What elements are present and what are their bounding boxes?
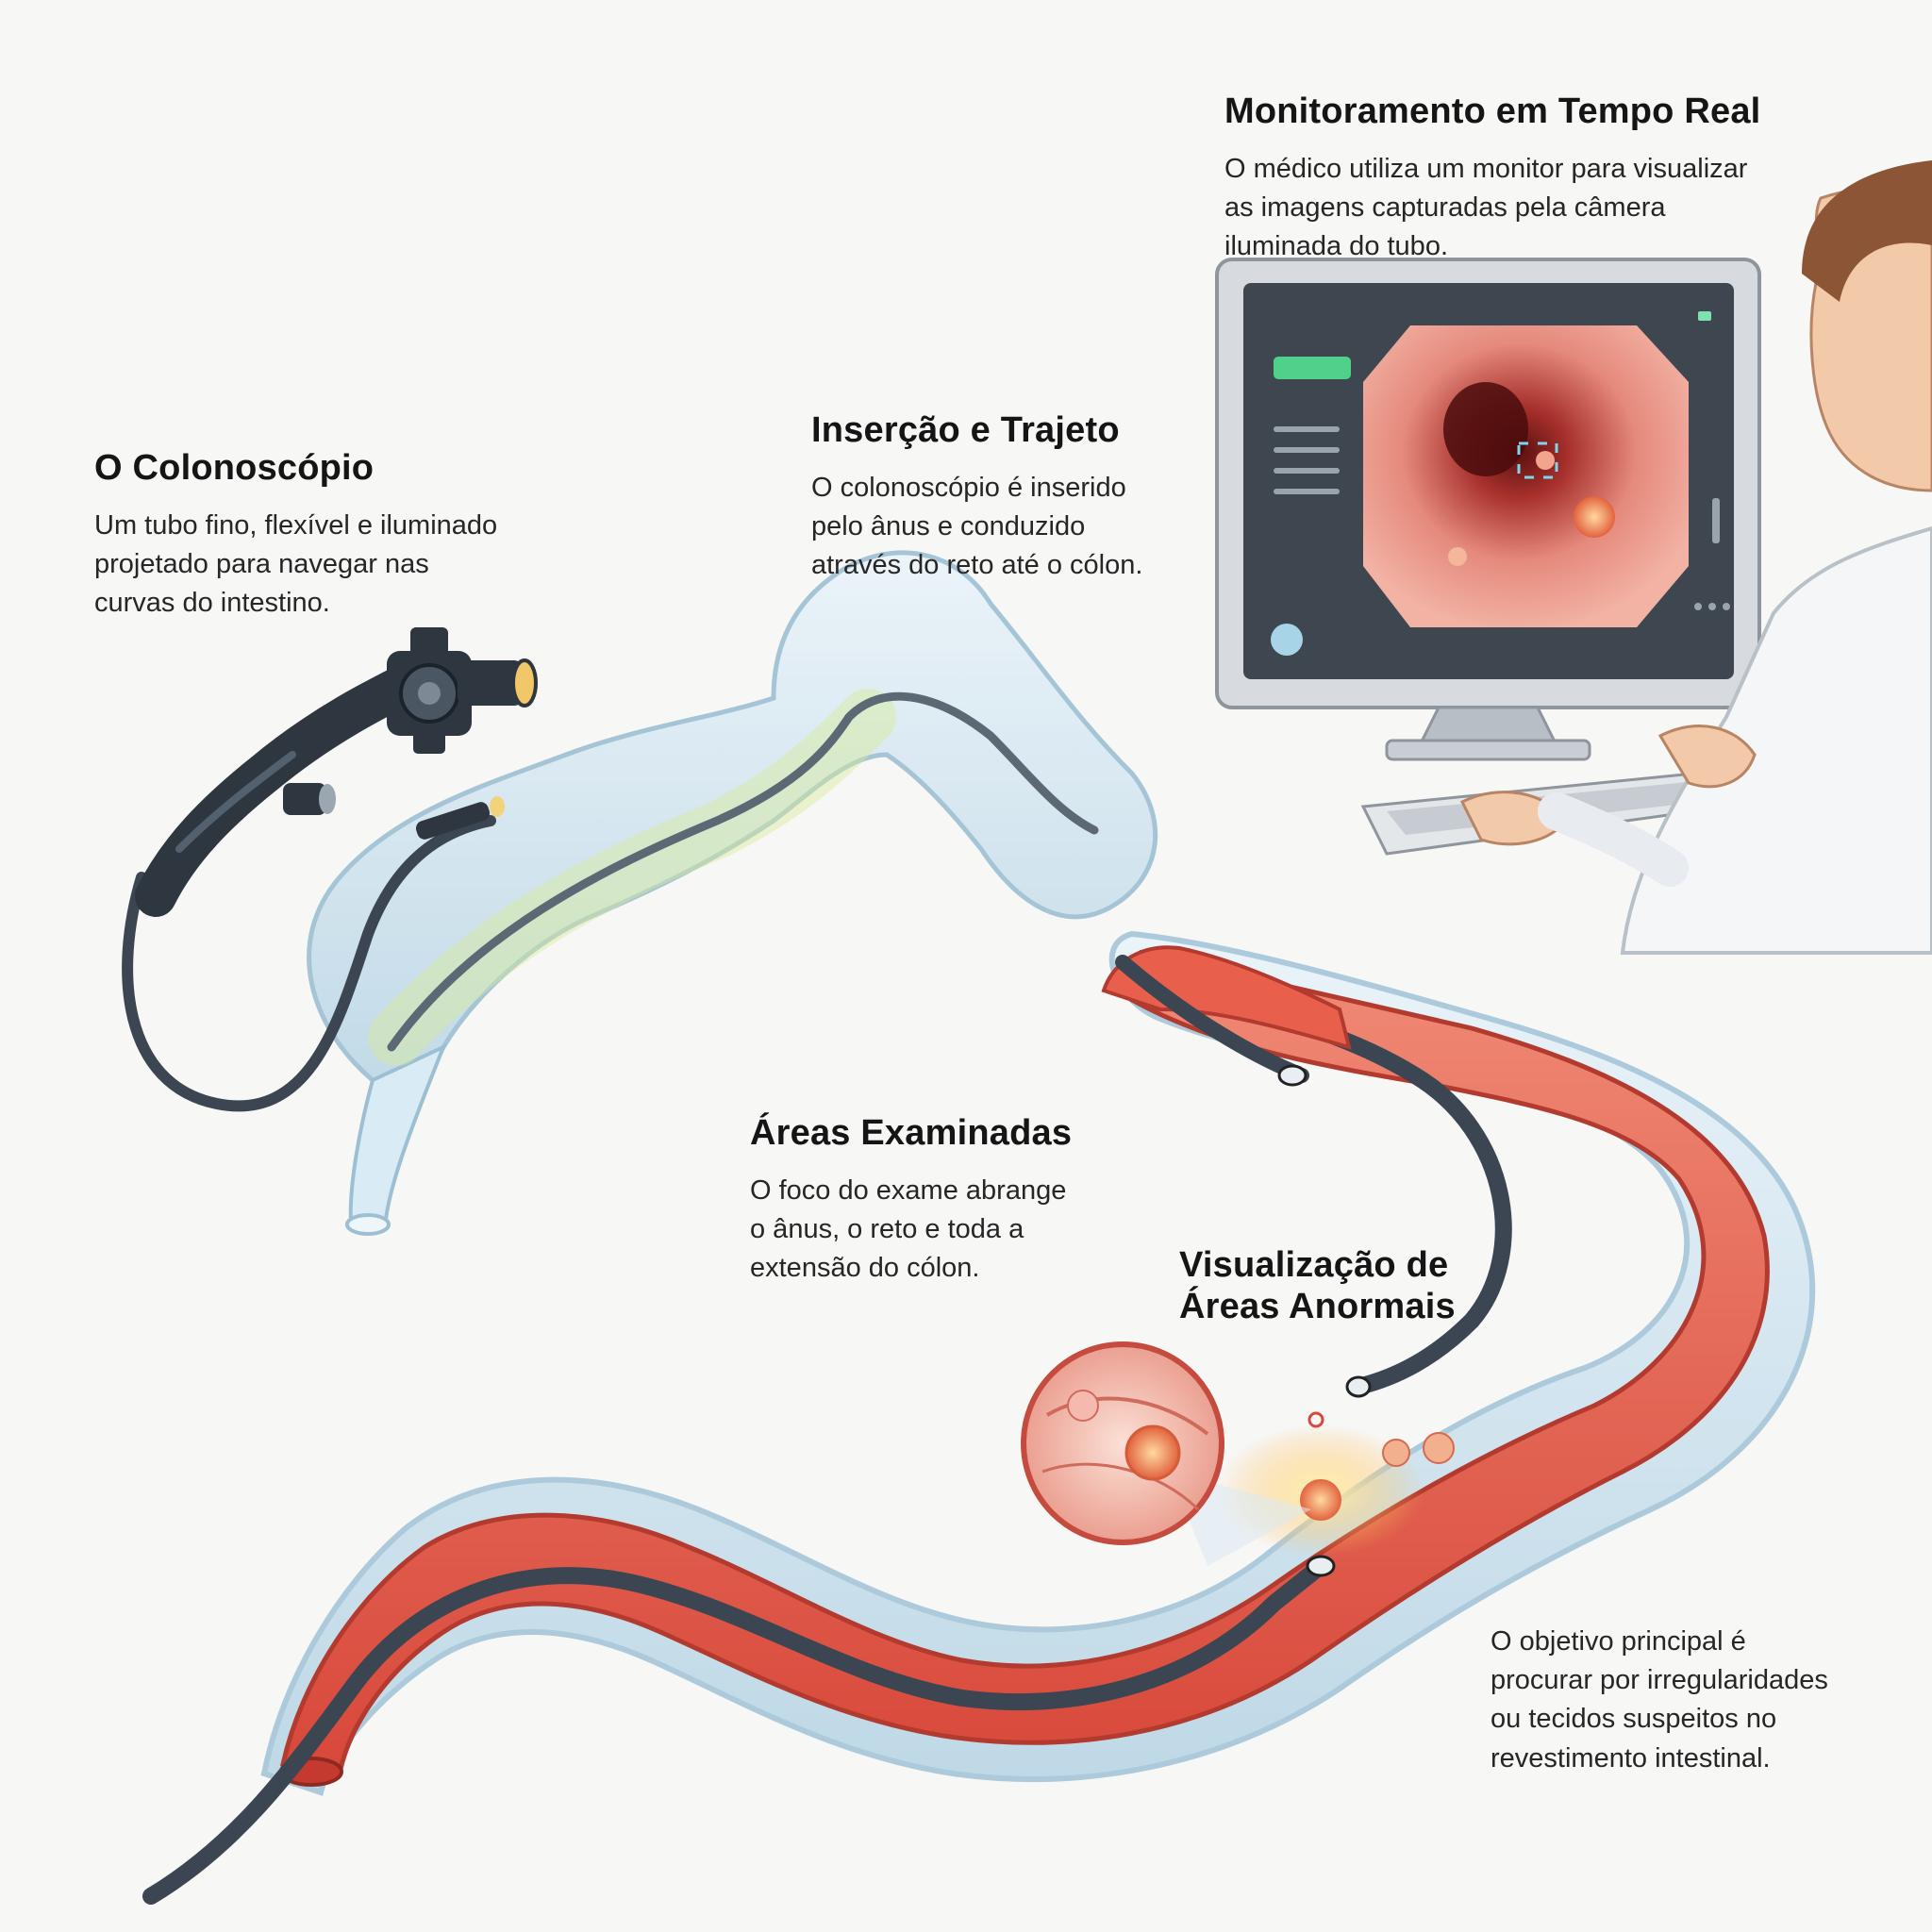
callout-objective: O objetivo principal é procurar por irre… [1491, 1623, 1906, 1778]
callout-abnormal-areas: Visualização de Áreas Anormais [1179, 1245, 1575, 1344]
callout-body: O foco do exame abrange o ânus, o reto e… [750, 1174, 1067, 1284]
callout-title: O Colonoscópio [94, 448, 375, 488]
callout-title: Inserção e Trajeto [811, 410, 1120, 450]
doctor-icon [1459, 160, 1932, 955]
magnifier-lesion-icon [1021, 1341, 1311, 1566]
callout-body: O colonoscópio é inserido pelo ânus e co… [811, 472, 1143, 581]
callout-examined-areas: Áreas Examinadas O foco do exame abrange… [750, 1113, 1165, 1288]
colon-upper-segment [1101, 945, 1352, 1087]
monitor-icon [1215, 258, 1761, 761]
lesion-marker [1300, 1479, 1341, 1521]
callout-monitoring: Monitoramento em Tempo Real O médico uti… [1224, 92, 1828, 266]
transparent-colon-segment [307, 550, 1158, 1236]
colon-cutaway [142, 930, 1816, 1905]
callout-title: Monitoramento em Tempo Real [1224, 92, 1761, 131]
callout-body: Um tubo fino, flexível e iluminado proje… [94, 509, 498, 619]
callout-body: O objetivo principal é procurar por irre… [1491, 1626, 1828, 1774]
callout-body: O médico utiliza um monitor para visuali… [1224, 153, 1748, 262]
callout-colonoscope: O Colonoscópio Um tubo fino, flexível e … [94, 448, 585, 623]
callout-title: Visualização de Áreas Anormais [1179, 1245, 1456, 1326]
callout-insertion: Inserção e Trajeto O colonoscópio é inse… [811, 410, 1208, 585]
endoscope-icon [122, 627, 538, 1112]
callout-title: Áreas Examinadas [750, 1113, 1073, 1153]
